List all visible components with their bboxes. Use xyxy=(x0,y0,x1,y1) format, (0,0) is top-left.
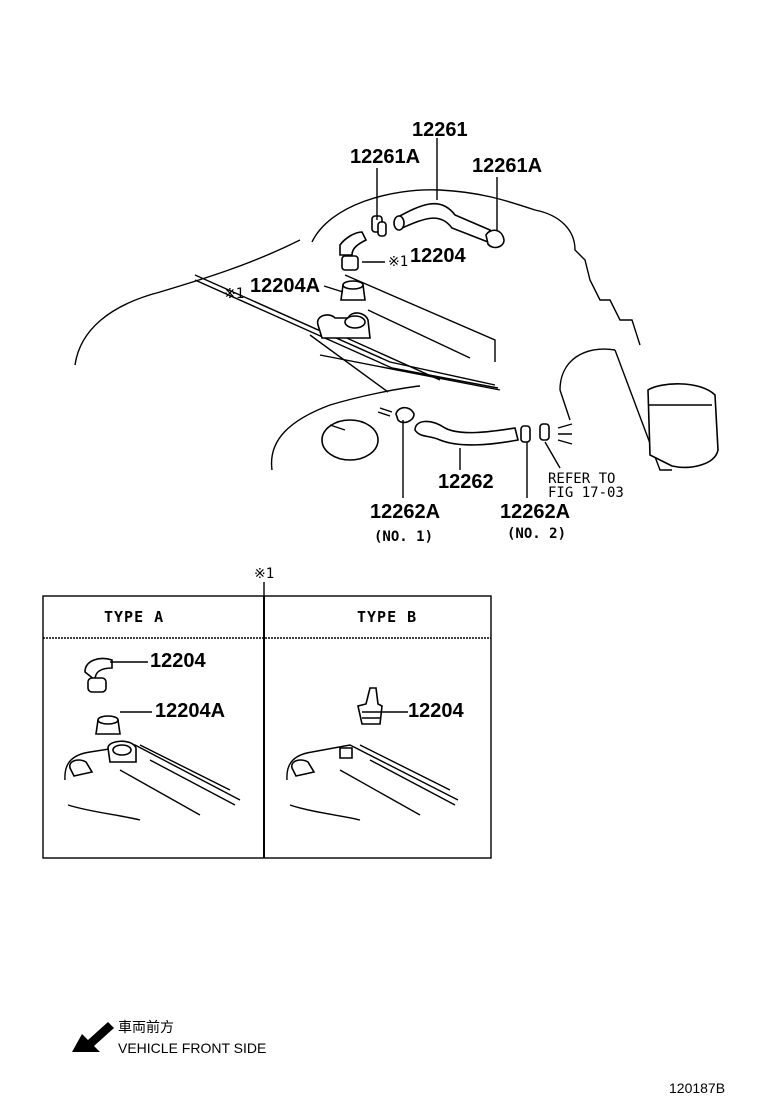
label-12262A-no1: 12262A xyxy=(370,501,440,523)
label-12261: 12261 xyxy=(412,119,468,141)
refer-line2: FIG 17-03 xyxy=(548,485,624,501)
clamp-12261A-right xyxy=(485,229,505,249)
engine-outline xyxy=(74,189,719,471)
label-12261A-left: 12261A xyxy=(350,146,420,168)
label-12262A-no2: 12262A xyxy=(500,501,570,523)
type-a-12204: 12204 xyxy=(150,650,206,672)
mark1-main: ※1 xyxy=(388,254,408,270)
mark1-left: ※1 xyxy=(224,286,244,302)
type-a-illustration xyxy=(64,657,241,821)
type-a-title: TYPE A xyxy=(104,608,164,626)
clamp-12262A-no2 xyxy=(520,423,573,445)
grommet-12204A xyxy=(340,280,366,301)
label-no1: (NO. 1) xyxy=(374,529,433,545)
vehicle-front-arrow-icon xyxy=(72,1022,114,1052)
hose-12262 xyxy=(377,407,519,446)
label-12204-main: 12204 xyxy=(410,245,466,267)
type-b-12204: 12204 xyxy=(408,700,464,722)
label-no2: (NO. 2) xyxy=(507,526,566,542)
legend-japanese: 車両前方 xyxy=(118,1019,174,1035)
hose-12261 xyxy=(393,202,491,244)
type-a-12204A: 12204A xyxy=(155,700,225,722)
type-b-illustration xyxy=(286,687,459,821)
label-12261A-right: 12261A xyxy=(472,155,542,177)
leader-lines xyxy=(323,138,561,498)
label-12262: 12262 xyxy=(438,471,494,493)
type-box xyxy=(42,595,492,859)
clamp-12262A-no1 xyxy=(395,406,415,424)
clamp-12261A-left xyxy=(371,215,387,237)
refer-line1: REFER TO xyxy=(548,471,615,487)
pcv-valve-12204 xyxy=(339,231,368,271)
mark1-box: ※1 xyxy=(254,566,274,582)
label-12204A-main: 12204A xyxy=(250,275,320,297)
figure-code: 120187B xyxy=(669,1080,725,1096)
legend-english: VEHICLE FRONT SIDE xyxy=(118,1040,266,1056)
type-b-title: TYPE B xyxy=(357,608,417,626)
